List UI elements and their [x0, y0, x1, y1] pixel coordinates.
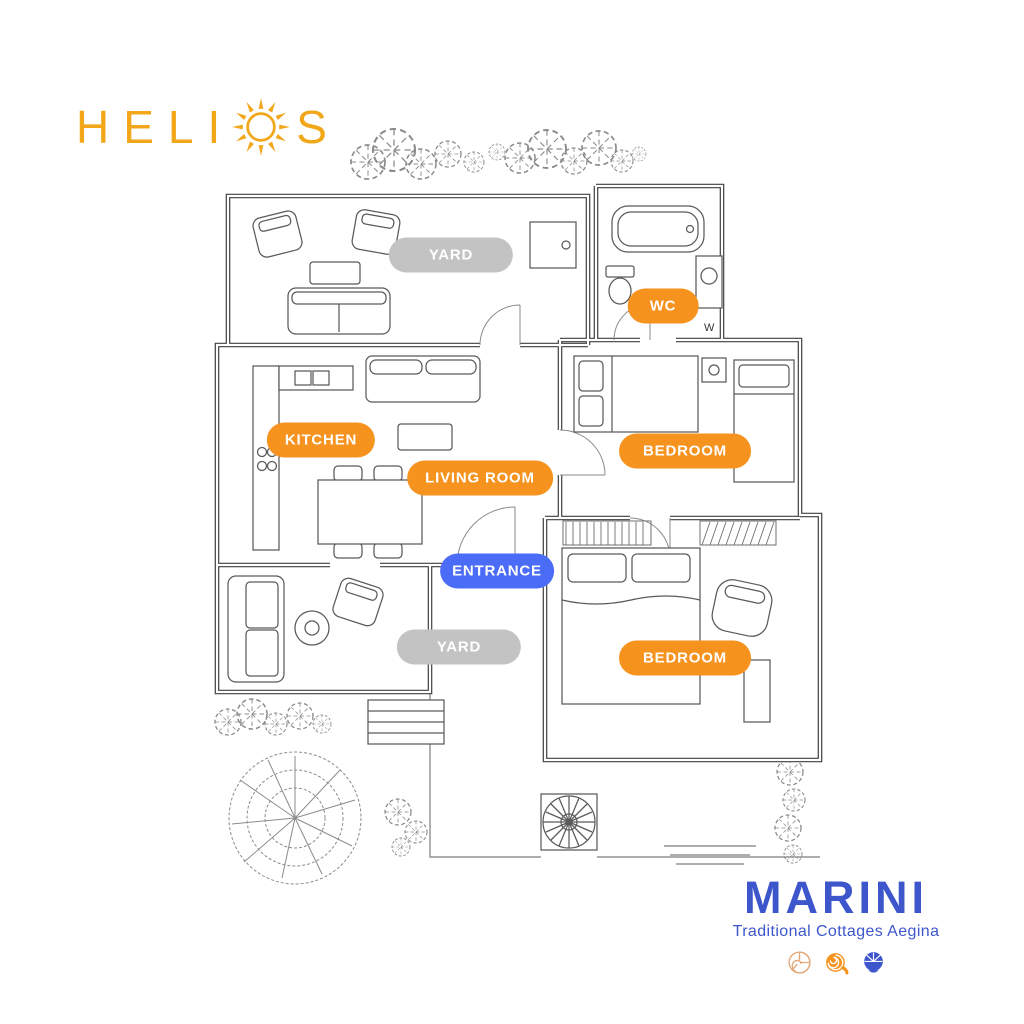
- room-label-yard-bottom: YARD: [396, 629, 522, 665]
- armchair: [252, 210, 303, 258]
- room-label-entrance: ENTRANCE: [440, 553, 554, 589]
- toilet: [605, 265, 635, 305]
- room-label-kitchen: KITCHEN: [266, 422, 376, 458]
- stairs: [367, 699, 445, 745]
- sofa: [287, 287, 391, 335]
- dining-table: [317, 465, 423, 559]
- bush-row-left: [214, 698, 332, 736]
- room-label-yard-top: YARD: [388, 237, 514, 273]
- armchair: [711, 579, 773, 637]
- large-tree: [228, 751, 362, 885]
- washing-machine: [695, 255, 723, 309]
- room-label-wc: WC: [627, 288, 699, 324]
- helios-logo-text-suffix: S: [296, 101, 341, 153]
- armchair: [332, 577, 384, 627]
- side-table: [294, 610, 330, 646]
- room-label-living-room: LIVING ROOM: [407, 460, 553, 496]
- closet: [562, 520, 652, 546]
- coffee-table: [397, 423, 453, 451]
- tree-row-top: [350, 127, 647, 180]
- sofa: [227, 575, 285, 683]
- washer-label: W: [704, 322, 715, 334]
- bed: [573, 355, 699, 433]
- marini-logo: MARINI Traditional Cottages Aegina: [724, 874, 948, 976]
- garden-steps: [664, 845, 756, 865]
- room-label-bedroom-top: BEDROOM: [619, 433, 751, 469]
- double-bed: [561, 547, 701, 705]
- closet: [699, 520, 777, 546]
- dresser: [743, 659, 771, 723]
- marini-tagline: Traditional Cottages Aegina: [732, 923, 940, 941]
- garden-boundary: [429, 692, 820, 858]
- bed: [733, 359, 795, 483]
- planter-wheel: [540, 793, 598, 851]
- bathtub: [611, 205, 705, 253]
- nautilus-shell-icon: [787, 951, 811, 974]
- helios-logo-text-prefix: HELI: [76, 101, 235, 153]
- bush-cluster-middle: [384, 798, 428, 857]
- marini-brand-name: MARINI: [744, 872, 928, 923]
- kitchen-counter: [252, 365, 354, 551]
- room-label-bedroom-bottom: BEDROOM: [619, 640, 751, 676]
- marini-shell-icons: [724, 949, 948, 976]
- coffee-table: [309, 261, 361, 285]
- nightstand: [701, 357, 727, 383]
- sofa: [365, 355, 481, 403]
- outdoor-shower: [529, 221, 577, 269]
- sea-shell-icon: [863, 952, 883, 973]
- sun-icon: [232, 98, 291, 156]
- helios-logo: HELI S: [76, 96, 341, 158]
- snail-shell-icon: [825, 953, 848, 975]
- bush-column-right: [774, 758, 806, 864]
- armchair: [351, 209, 401, 255]
